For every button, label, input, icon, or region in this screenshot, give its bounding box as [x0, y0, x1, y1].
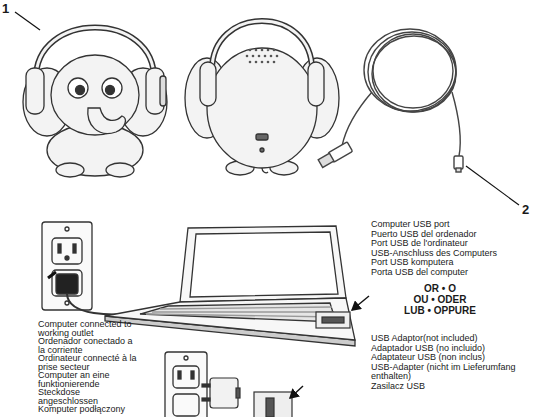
outlet-caption: Computer an eine funktionierende Steckdo…	[38, 371, 142, 405]
elephant-front	[23, 28, 167, 178]
port-caption: Computer USB port	[371, 220, 549, 230]
port-caption: USB-Anschluss des Computers	[371, 249, 549, 259]
port-caption: Puerto USB del ordenador	[371, 230, 549, 240]
or-note: OU • ODER	[380, 294, 500, 305]
usb-adapter	[202, 378, 240, 408]
callout-number: 1	[2, 2, 22, 16]
pointer-arrow	[290, 386, 303, 398]
outlet-caption: Ordenador conectado a la corriente	[38, 337, 142, 354]
usb-port-inset	[254, 392, 292, 417]
outlet-caption: Computer connected to working outlet	[38, 320, 142, 337]
adapter-caption: USB-Adapter (nicht im Lieferumfang entha…	[371, 363, 547, 382]
plug-arrow	[48, 272, 56, 278]
or-note: OR • O	[380, 283, 500, 294]
outlet-caption: Ordinateur connecté à la prise secteur	[38, 354, 142, 371]
pointer-arrow	[352, 296, 369, 310]
adapter-caption: Zasilacz USB	[371, 382, 547, 392]
leader-line	[15, 12, 40, 30]
leader-line	[466, 166, 519, 205]
laptop	[105, 226, 355, 346]
wall-outlet-bottom	[165, 352, 207, 417]
usb-cable	[318, 29, 463, 172]
usb-port-inset	[316, 312, 350, 328]
port-caption: Porta USB del computer	[371, 268, 549, 278]
adapter-caption: USB Adaptor(not included)	[371, 334, 547, 344]
elephant-back	[185, 21, 339, 175]
port-caption: Port USB komputera	[371, 258, 549, 268]
port-caption: Port USB de l'ordinateur	[371, 239, 549, 249]
adapter-caption: Adaptador USB (no incluido)	[371, 344, 547, 354]
callout-number: 2	[522, 203, 542, 217]
outlet-caption: Komputer podłączony	[38, 405, 142, 414]
adapter-caption: Adaptateur USB (non inclus)	[371, 353, 547, 363]
or-note: LUB • OPPURE	[380, 305, 500, 316]
speaker-holes	[246, 49, 279, 64]
